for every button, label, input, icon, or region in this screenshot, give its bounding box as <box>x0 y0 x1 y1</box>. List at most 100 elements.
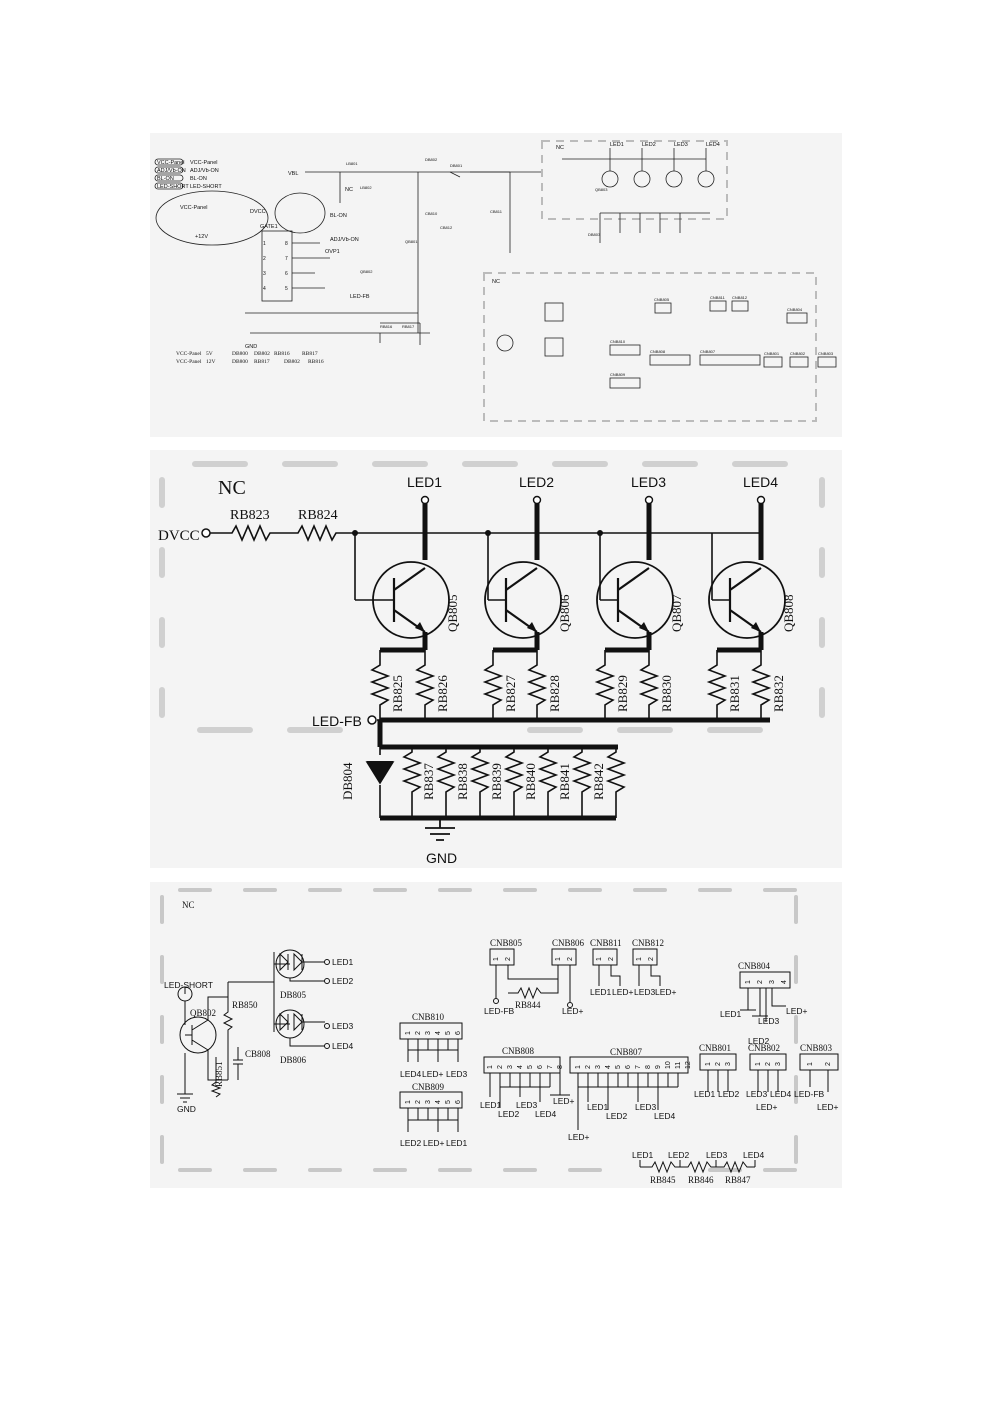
transistor-qb808: QB808 <box>781 594 796 632</box>
gnd-label: GND <box>177 1104 196 1114</box>
cnb806-pin-2: 2 <box>567 957 574 961</box>
input-dvcc: DVCC <box>158 528 200 544</box>
nc-label: NC <box>182 900 195 910</box>
cnb806-label: CNB806 <box>552 938 585 948</box>
cnb811-label: CNB811 <box>590 938 622 948</box>
table-r1-c6: RB817 <box>302 351 318 357</box>
resistor-rb830: RB830 <box>659 675 674 712</box>
cnb809-pin-4: 4 <box>435 1100 442 1104</box>
output-label-3: BL-ON <box>190 176 207 182</box>
table-r1-c2: 5V <box>206 351 213 357</box>
part-cb810: CB810 <box>425 211 438 216</box>
cnb811-pin-2: 2 <box>608 957 615 961</box>
cnb809-pin-6: 6 <box>455 1100 462 1104</box>
resistor-rb831: RB831 <box>727 675 742 712</box>
overview-svg: VCC-Panel ADJ/Vb-ON BL-ON LED-SHORT VCC-… <box>154 140 837 422</box>
table-r2-c5: DB802 <box>284 359 300 365</box>
resistor-rb823: RB823 <box>230 508 270 523</box>
resistor-rb851: RB851 <box>214 1061 224 1087</box>
mini-cnb803: CNB803 <box>818 351 834 356</box>
cnb809-out2: LED+ <box>423 1138 445 1148</box>
cnb811-out2: LED+ <box>612 987 634 997</box>
cnb801-pin-1: 1 <box>705 1062 712 1066</box>
mini-led-2: LED2 <box>642 142 656 148</box>
cnb802-out2: LED4 <box>770 1089 792 1099</box>
cnb807-out1: LED1 <box>587 1102 609 1112</box>
mini-cnb812: CNB812 <box>732 295 748 300</box>
diode-out-led2: LED2 <box>332 976 354 986</box>
cnb803-out1: LED-FB <box>794 1089 825 1099</box>
cnb807-pin-11: 11 <box>675 1062 682 1069</box>
cnb802-label: CNB802 <box>748 1043 780 1053</box>
part-qb803: QB803 <box>595 187 608 192</box>
cnb807-pin-3: 3 <box>595 1065 602 1069</box>
cnb810-pin-6: 6 <box>455 1031 462 1035</box>
cnb807-pin-1: 1 <box>575 1065 582 1069</box>
sig-12v: +12V <box>195 234 208 240</box>
cnb807-out4: LED4 <box>654 1111 676 1121</box>
cnb804-out4: LED2 <box>748 1036 770 1046</box>
gnd-label: GND <box>245 344 257 350</box>
mini-cnb808: CNB808 <box>650 349 666 354</box>
connector-svg: NC QB802 RB850 RB851 CB808 DB805 DB806 C… <box>160 888 839 1185</box>
cnb812-pin-2: 2 <box>648 957 655 961</box>
resistor-rb839: RB839 <box>489 763 504 800</box>
resistor-rb827: RB827 <box>503 675 518 712</box>
cnb804-pin-3: 3 <box>769 980 776 984</box>
ic-signal-fb: LED-FB <box>350 294 370 300</box>
cnb806-pin-1: 1 <box>555 957 562 961</box>
cnb807-pin-2: 2 <box>585 1065 592 1069</box>
cnb807-label: CNB807 <box>610 1047 643 1057</box>
led-driver-detail: NC DVCC RB823 RB824 LED1 LED2 LED3 LED4 … <box>150 450 842 868</box>
ic-pin-1: 1 <box>263 241 266 247</box>
cnb811-pin-1: 1 <box>596 957 603 961</box>
diode-out-led1: LED1 <box>332 957 354 967</box>
cnb810-pin-5: 5 <box>445 1031 452 1035</box>
mini-cnb801: CNB801 <box>764 351 780 356</box>
sig-dvcc: DVCC <box>250 209 266 215</box>
cnb809-pin-2: 2 <box>415 1100 422 1104</box>
cnb809-label: CNB809 <box>412 1082 445 1092</box>
cnb804-label: CNB804 <box>738 961 771 971</box>
cnb801-pin-2: 2 <box>715 1062 722 1066</box>
transistor-qb802: QB802 <box>190 1008 216 1018</box>
resistor-rb837: RB837 <box>421 763 436 800</box>
cnb808-pin-4: 4 <box>517 1065 524 1069</box>
cnb805-pin-1: 1 <box>493 957 500 961</box>
mini-led-1: LED1 <box>610 142 624 148</box>
transistor-qb805: QB805 <box>445 594 460 632</box>
output-label-1: VCC-Panel <box>190 160 218 166</box>
cnb807-pin-10: 10 <box>665 1061 672 1069</box>
resistor-rb847: RB847 <box>725 1175 751 1185</box>
resistor-rb840: RB840 <box>523 763 538 800</box>
led2-label: LED2 <box>519 474 554 490</box>
bottom-led3: LED3 <box>706 1150 728 1160</box>
cnb808-pin-1: 1 <box>487 1065 494 1069</box>
cnb810-pin-3: 3 <box>425 1031 432 1035</box>
output-label-2: ADJ/Vb-ON <box>190 168 219 174</box>
cnb811-out1: LED1 <box>590 987 612 997</box>
led4-label: LED4 <box>743 474 778 490</box>
ic-pin-7: 7 <box>285 256 288 262</box>
mini-cnb811: CNB811 <box>710 295 726 300</box>
transistor-qb807: QB807 <box>669 594 684 632</box>
table-r2-c3: DB800 <box>232 359 248 365</box>
cnb808-out5: LED+ <box>553 1096 575 1106</box>
ic-pin-8: 8 <box>285 241 288 247</box>
cnb808-out3: LED3 <box>516 1100 538 1110</box>
cnb812-label: CNB812 <box>632 938 664 948</box>
cnb812-out2: LED+ <box>655 987 677 997</box>
cnb807-pin-7: 7 <box>635 1065 642 1069</box>
cnb809-pin-5: 5 <box>445 1100 452 1104</box>
part-db803: DB803 <box>588 232 601 237</box>
nc-label: NC <box>218 477 246 499</box>
resistor-rb838: RB838 <box>455 763 470 800</box>
cnb808-pin-8: 8 <box>557 1065 564 1069</box>
cnb807-pin-5: 5 <box>615 1065 622 1069</box>
part-db801: DB801 <box>450 163 463 168</box>
ic-pin-5: 5 <box>285 286 288 292</box>
cnb808-label: CNB808 <box>502 1046 535 1056</box>
mini-cnb810: CNB810 <box>610 339 626 344</box>
transistor-qb806: QB806 <box>557 594 572 632</box>
cnb807-pin-4: 4 <box>605 1065 612 1069</box>
